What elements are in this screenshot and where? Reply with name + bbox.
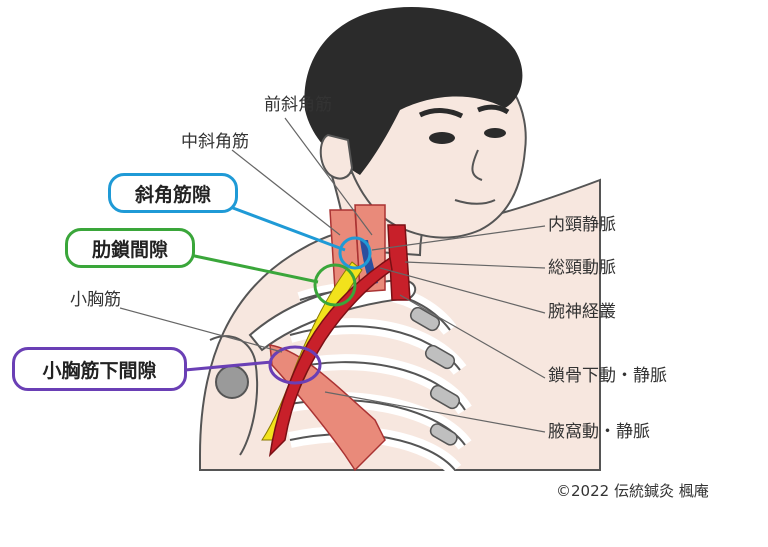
eye-left	[429, 132, 455, 144]
eyebrow-right	[477, 104, 510, 115]
scalene-gap-circle	[338, 236, 372, 270]
scalene-gap-text: 斜角筋隙	[134, 183, 211, 206]
costal-cartilage	[409, 306, 461, 446]
label-pectoralis-minor: 小胸筋	[70, 290, 121, 310]
label-anterior-scalene: 前斜角筋	[264, 95, 332, 115]
costoclavicular-gap-circle	[313, 263, 357, 307]
mouth	[454, 199, 496, 205]
eyebrow-left	[418, 108, 464, 119]
copyright-text: ©2022 伝統鍼灸 楓庵	[556, 482, 709, 500]
ear	[319, 133, 354, 180]
label-common-carotid-artery: 総頸動脈	[548, 258, 616, 278]
subpectoral-gap-circle	[268, 345, 322, 385]
costoclavicular-gap-text: 肋鎖間隙	[91, 238, 168, 261]
costoclavicular-gap-box: 肋鎖間隙	[65, 228, 195, 268]
scapula	[209, 335, 259, 456]
leader-lines	[119, 117, 546, 433]
clavicle	[248, 278, 417, 352]
subpectoral-gap-box: 小胸筋下間隙	[12, 347, 187, 391]
label-brachial-plexus: 腕神経叢	[548, 302, 616, 322]
label-subclavian-vessels: 鎖骨下動・静脈	[548, 366, 667, 386]
hair	[304, 6, 523, 175]
carotid-artery	[387, 224, 411, 301]
subpectoral-gap-pointer	[184, 360, 273, 372]
scalene-gap-box: 斜角筋隙	[108, 173, 238, 213]
label-axillary-vessels: 腋窩動・静脈	[548, 422, 650, 442]
scalene-gap-pointer	[224, 203, 346, 252]
humeral-head	[215, 365, 249, 399]
nose	[471, 149, 483, 181]
costoclavicular-gap-pointer	[189, 253, 319, 284]
label-internal-jugular-vein: 内頸静脈	[548, 215, 616, 235]
eye-right	[484, 128, 506, 138]
subpectoral-gap-text: 小胸筋下間隙	[42, 359, 157, 382]
label-middle-scalene: 中斜角筋	[181, 132, 249, 152]
